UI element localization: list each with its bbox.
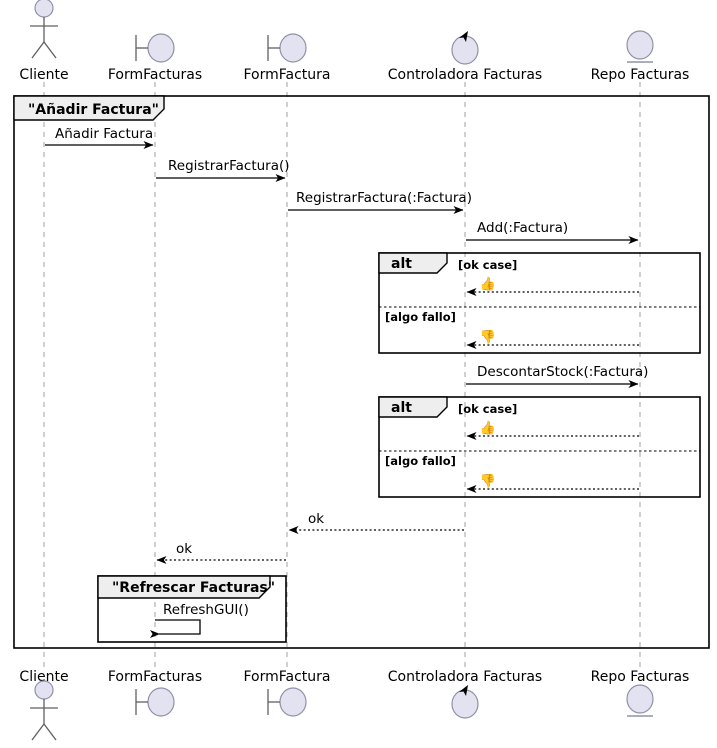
message-label-m3: RegistrarFactura(:Factura) [296,190,472,206]
frame-anadir-factura-title: "Añadir Factura" [28,102,159,118]
lifeline-footer-label-repo: Repo Facturas [591,669,690,685]
lifeline-footer-label-formfactura: FormFactura [243,669,330,685]
lifeline-label-cliente: Cliente [19,67,68,83]
frame-anadir-factura-border [13,95,710,649]
message-label-m4: Add(:Factura) [477,220,568,236]
lifeline-head-controladora[interactable]: Controladora Facturas [388,31,542,83]
lifeline-footer-formfactura[interactable]: FormFactura [243,669,331,717]
alt-descontar-stock: alt [ok case] [algo fallo] [378,396,701,498]
entity-circle-icon [626,30,654,60]
message-m4[interactable]: Add(:Factura) [466,220,639,244]
lifeline-footer-label-formfacturas: FormFacturas [108,669,202,685]
lifeline-heads-layer: ClienteClienteFormFacturasFormFacturasFo… [19,0,690,741]
lifeline-footer-repo[interactable]: Repo Facturas [591,669,690,717]
frame-anadir-factura: "Añadir Factura" [13,95,710,649]
actor-leg-left-icon [31,41,45,59]
lifeline-label-formfacturas: FormFacturas [108,67,202,83]
message-m2[interactable]: RegistrarFactura() [156,158,290,182]
entity-circle-icon [626,684,654,714]
message-label-m1: Añadir Factura [55,126,153,142]
control-arrow-icon [459,31,468,42]
lifeline-head-repo[interactable]: Repo Facturas [591,30,690,83]
thumbs-down-icon: 👎 [480,329,496,345]
self-message-label-s1: RefreshGUI() [163,602,249,618]
frames-layer: "Añadir Factura" "Refrescar Facturas" [13,95,710,649]
frame-anadir-factura-tab [13,95,165,121]
actor-head-icon [34,0,54,18]
control-arrow-icon [459,685,468,696]
message-label-m7: DescontarStock(:Factura) [477,364,648,380]
lifeline-head-formfacturas[interactable]: FormFacturas [108,33,202,83]
message-m7[interactable]: DescontarStock(:Factura) [466,364,648,388]
lifeline-footer-controladora[interactable]: Controladora Facturas [388,669,542,719]
message-m6[interactable]: 👎 [466,329,639,349]
alt-descontar-stock-operator: alt [391,400,412,416]
control-circle-icon [451,35,479,65]
actor-leg-right-icon [43,723,57,741]
lifeline-label-repo: Repo Facturas [591,67,690,83]
lifeline-footer-cliente[interactable]: Cliente [19,669,69,741]
lifeline-label-formfactura: FormFactura [243,67,330,83]
alt-descontar-stock-guard-1: [algo fallo] [385,454,456,468]
lifelines-layer [43,82,641,668]
boundary-circle-icon [147,33,175,63]
alt-descontar-stock-border [378,396,701,498]
alt-add-factura-border [378,252,701,354]
self-message-line-s1 [150,619,201,638]
alt-add-factura-operator: alt [391,256,412,272]
message-label-m11: ok [176,541,192,557]
message-label-m2: RegistrarFactura() [168,158,290,174]
message-m8[interactable]: 👍 [466,420,639,440]
alt-descontar-stock-guard-0: [ok case] [458,402,517,416]
actor-leg-left-icon [31,723,45,741]
alt-blocks-layer: alt [ok case] [algo fallo] alt [ok case] [alg… [378,252,701,498]
alt-add-factura-tab [378,252,448,274]
frame-refrescar-facturas-title: "Refrescar Facturas" [112,580,275,596]
alt-add-factura: alt [ok case] [algo fallo] [378,252,701,354]
alt-add-factura-guard-0: [ok case] [458,258,517,272]
control-circle-icon [451,689,479,719]
alt-add-factura-guard-1: [algo fallo] [385,310,456,324]
thumbs-down-icon: 👎 [480,473,496,489]
lifeline-footer-label-cliente: Cliente [19,669,68,685]
boundary-circle-icon [279,33,307,63]
lifeline-head-cliente[interactable]: Cliente [19,0,69,83]
alt-descontar-stock-tab [378,396,448,418]
thumbs-up-icon: 👍 [480,276,496,292]
lifeline-head-formfactura[interactable]: FormFactura [243,33,331,83]
message-m10[interactable]: ok [288,511,464,534]
lifeline-footer-formfacturas[interactable]: FormFacturas [108,669,202,717]
lifeline-label-controladora: Controladora Facturas [388,67,542,83]
message-label-m10: ok [308,511,324,527]
message-m11[interactable]: ok [156,541,286,564]
message-m5[interactable]: 👍 [466,276,639,296]
thumbs-up-icon: 👍 [480,420,496,436]
boundary-circle-icon [279,687,307,717]
self-message-s1[interactable]: RefreshGUI() [150,602,249,638]
message-m3[interactable]: RegistrarFactura(:Factura) [288,190,472,214]
frame-refrescar-facturas: "Refrescar Facturas" [97,575,287,643]
message-m1[interactable]: Añadir Factura [45,126,154,149]
actor-leg-right-icon [43,41,57,59]
boundary-circle-icon [147,687,175,717]
lifeline-footer-label-controladora: Controladora Facturas [388,669,542,685]
message-m9[interactable]: 👎 [466,473,639,493]
frame-refrescar-facturas-tab [97,575,271,599]
actor-head-icon [34,680,54,700]
